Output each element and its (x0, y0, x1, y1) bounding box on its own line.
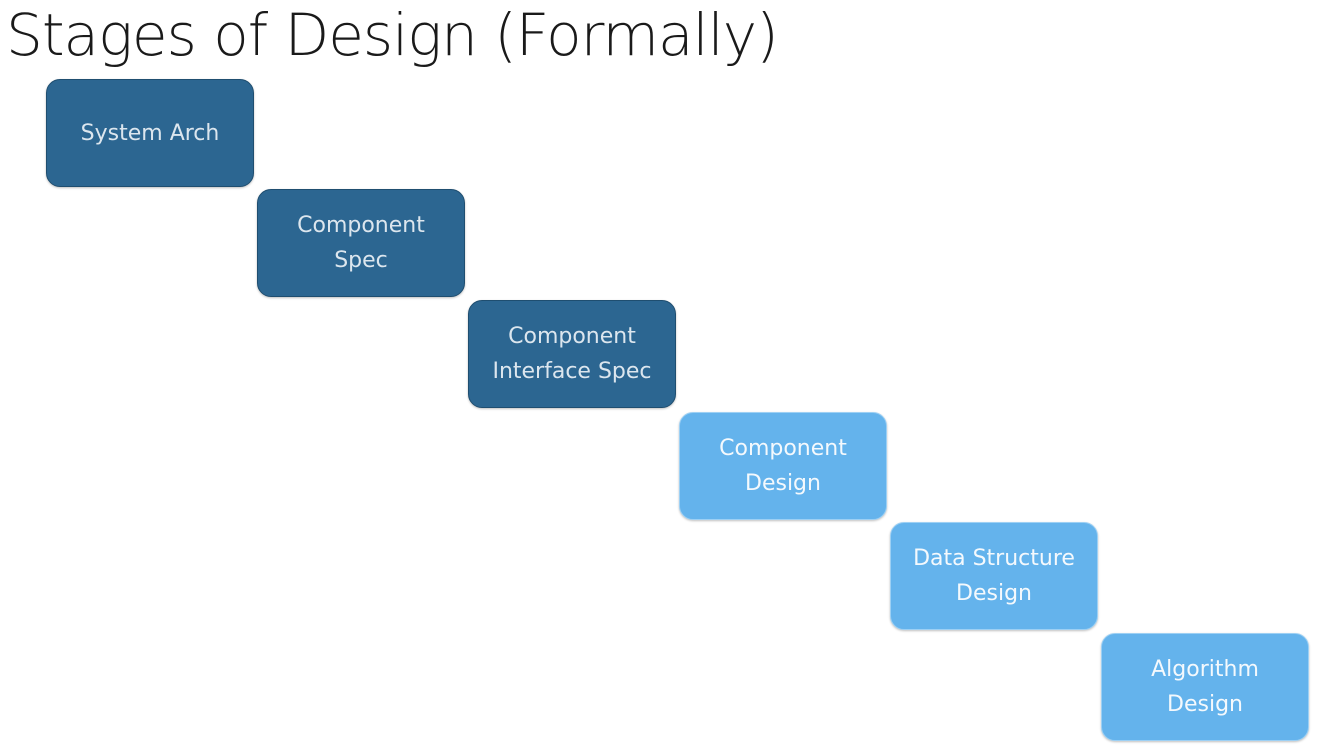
stage-label: Algorithm Design (1151, 657, 1259, 717)
stage-algorithm-design: Algorithm Design (1101, 633, 1309, 741)
stage-label: System Arch (80, 120, 220, 146)
slide-title: Stages of Design (Formally) (6, 1, 779, 69)
stage-label: Component Spec (297, 213, 425, 273)
stage-label: Component Interface Spec (492, 324, 652, 384)
stage-system-arch: System Arch (46, 79, 254, 187)
stage-component-design: Component Design (679, 412, 887, 520)
stage-label: Data Structure Design (913, 546, 1075, 606)
stage-label: Component Design (719, 436, 847, 496)
stage-component-spec: Component Spec (257, 189, 465, 297)
stage-component-interface-spec: Component Interface Spec (468, 300, 676, 408)
stage-data-structure-design: Data Structure Design (890, 522, 1098, 630)
